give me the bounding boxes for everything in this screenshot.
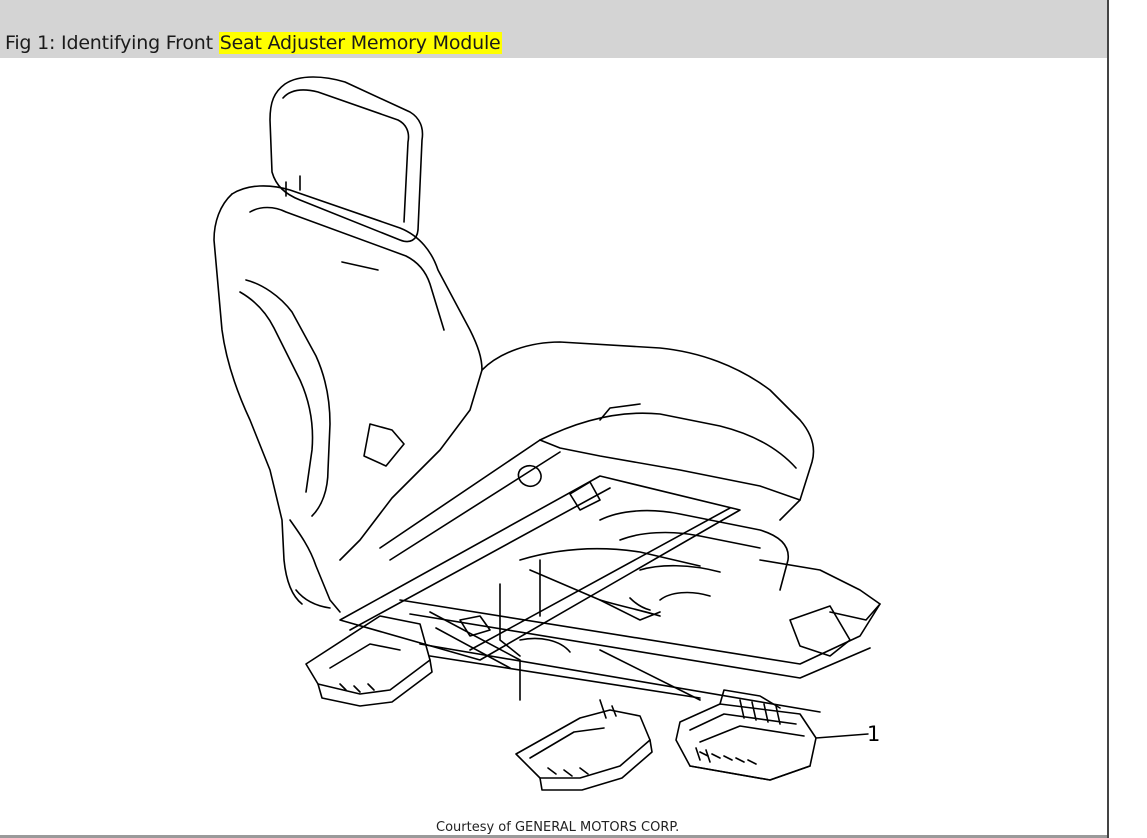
panel-border <box>1107 0 1109 838</box>
callout-label: 1 <box>867 722 881 746</box>
courtesy-credit: Courtesy of GENERAL MOTORS CORP. <box>436 820 680 835</box>
headrest <box>269 76 424 243</box>
seat-line-art <box>213 76 881 791</box>
caption-prefix: Fig 1: Identifying Front <box>5 32 219 54</box>
bottom-divider <box>0 835 1107 838</box>
front-left-mount <box>305 615 433 707</box>
memory-module <box>675 689 869 781</box>
seat-cushion <box>379 341 815 561</box>
rear-mount <box>515 699 653 791</box>
caption-bar: Fig 1: Identifying Front Seat Adjuster M… <box>0 0 1107 58</box>
seat-frame <box>339 464 881 713</box>
figure-caption: Fig 1: Identifying Front Seat Adjuster M… <box>5 30 502 56</box>
figure-panel: Fig 1: Identifying Front Seat Adjuster M… <box>0 0 1107 838</box>
caption-highlight: Seat Adjuster Memory Module <box>218 32 502 54</box>
seat-back <box>213 185 483 613</box>
seat-diagram: 1 <box>0 58 1107 835</box>
right-margin <box>1109 0 1147 838</box>
